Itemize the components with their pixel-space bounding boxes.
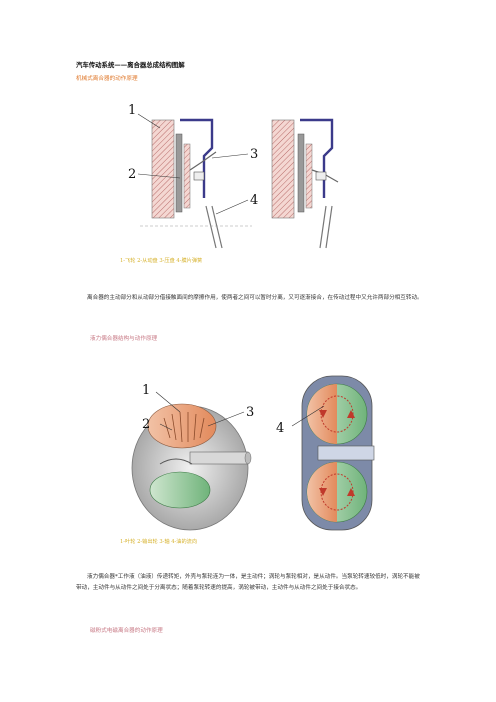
coupling-cutaway-view	[131, 403, 252, 531]
figure-caption-fluid-coupling: 1-叶轮 2-输出轮 3-轴 4-油的流向	[120, 539, 198, 545]
figure-label-4: 4	[250, 193, 258, 208]
figure-label-2: 2	[142, 417, 150, 432]
section-heading-fluid-coupling: 液力偶合器结构与动作原理	[90, 336, 158, 342]
figure-label-4: 4	[276, 421, 284, 436]
coupling-section-view	[301, 375, 375, 531]
figure-label-3: 3	[250, 147, 258, 162]
paragraph-fluid-coupling: 液力偶合器*工作液（油液）传递转矩，外壳与泵轮连为一体，是主动件；涡轮与泵轮相对…	[76, 574, 420, 591]
paragraph-mechanical: 离合器的主动部分和从动部分借接触面间的摩擦作用，使两者之间可以暂时分离，又可逐渐…	[87, 295, 423, 301]
section-heading-magnetic-clutch: 磁粉式电磁离合器的动作原理	[90, 628, 163, 634]
fluid-coupling-labels: 1 2 3 4	[142, 383, 284, 436]
mechanical-clutch-labels: 1 2 3 4	[128, 103, 258, 208]
figure-label-3: 3	[246, 405, 254, 420]
figure-caption-mechanical: 1-飞轮 2-从动盘 3-压盘 4-膜片弹簧	[120, 258, 203, 264]
figure-label-1: 1	[128, 103, 136, 118]
fluid-coupling-diagram	[131, 375, 375, 531]
clutch-released-view	[271, 118, 339, 249]
section-heading-mechanical-clutch: 机械式离合器的动作原理	[76, 76, 138, 82]
clutch-engaged-view	[140, 118, 252, 249]
figure-label-2: 2	[128, 167, 136, 182]
mechanical-clutch-diagram	[137, 113, 339, 249]
page-title: 汽车传动系统——离合器总成结构图解	[76, 61, 185, 69]
figure-label-1: 1	[142, 383, 150, 398]
